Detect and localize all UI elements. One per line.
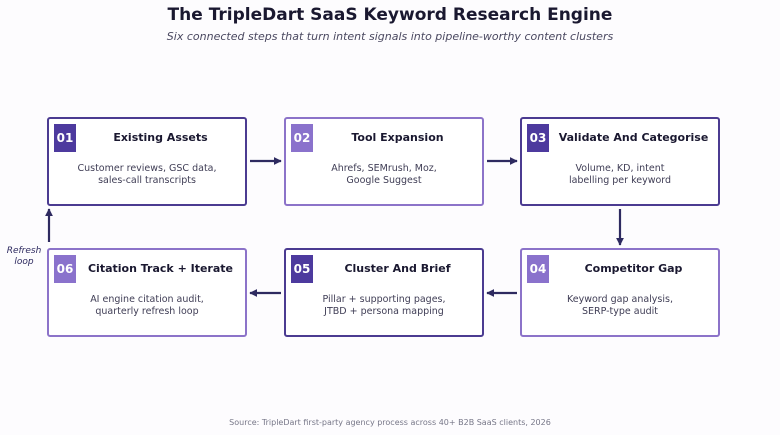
step-05-title: Cluster And Brief: [344, 262, 451, 275]
step-02-title: Tool Expansion: [351, 131, 444, 144]
refresh-loop-label: Refresh loop: [6, 246, 42, 267]
step-05-description: Pillar + supporting pages, JTBD + person…: [322, 294, 446, 317]
step-03-description: Volume, KD, intent labelling per keyword: [568, 163, 672, 186]
step-04-description: Keyword gap analysis, SERP-type audit: [567, 294, 673, 317]
step-06-box: 06 Citation Track + Iterate AI engine ci…: [47, 248, 247, 337]
step-06-description: AI engine citation audit, quarterly refr…: [90, 294, 204, 317]
step-03-box: 03 Validate And Categorise Volume, KD, i…: [520, 117, 720, 206]
step-05-number-badge: 05: [291, 255, 313, 283]
step-06-number-badge: 06: [54, 255, 76, 283]
source-note: Source: TripleDart first-party agency pr…: [229, 418, 551, 427]
step-01-description: Customer reviews, GSC data, sales-call t…: [77, 163, 217, 186]
step-01-title: Existing Assets: [113, 131, 208, 144]
diagram-title: The TripleDart SaaS Keyword Research Eng…: [167, 5, 613, 25]
step-04-number-badge: 04: [527, 255, 549, 283]
step-02-description: Ahrefs, SEMrush, Moz, Google Suggest: [331, 163, 437, 186]
step-03-title: Validate And Categorise: [558, 131, 709, 144]
step-05-box: 05 Cluster And Brief Pillar + supporting…: [284, 248, 484, 337]
step-01-box: 01 Existing Assets Customer reviews, GSC…: [47, 117, 247, 206]
step-03-number-badge: 03: [527, 124, 549, 152]
step-06-title: Citation Track + Iterate: [87, 262, 233, 275]
diagram-subtitle: Six connected steps that turn intent sig…: [166, 30, 614, 43]
step-01-number-badge: 01: [54, 124, 76, 152]
step-02-box: 02 Tool Expansion Ahrefs, SEMrush, Moz, …: [284, 117, 484, 206]
step-02-number-badge: 02: [291, 124, 313, 152]
step-04-box: 04 Competitor Gap Keyword gap analysis, …: [520, 248, 720, 337]
step-04-title: Competitor Gap: [584, 262, 683, 275]
